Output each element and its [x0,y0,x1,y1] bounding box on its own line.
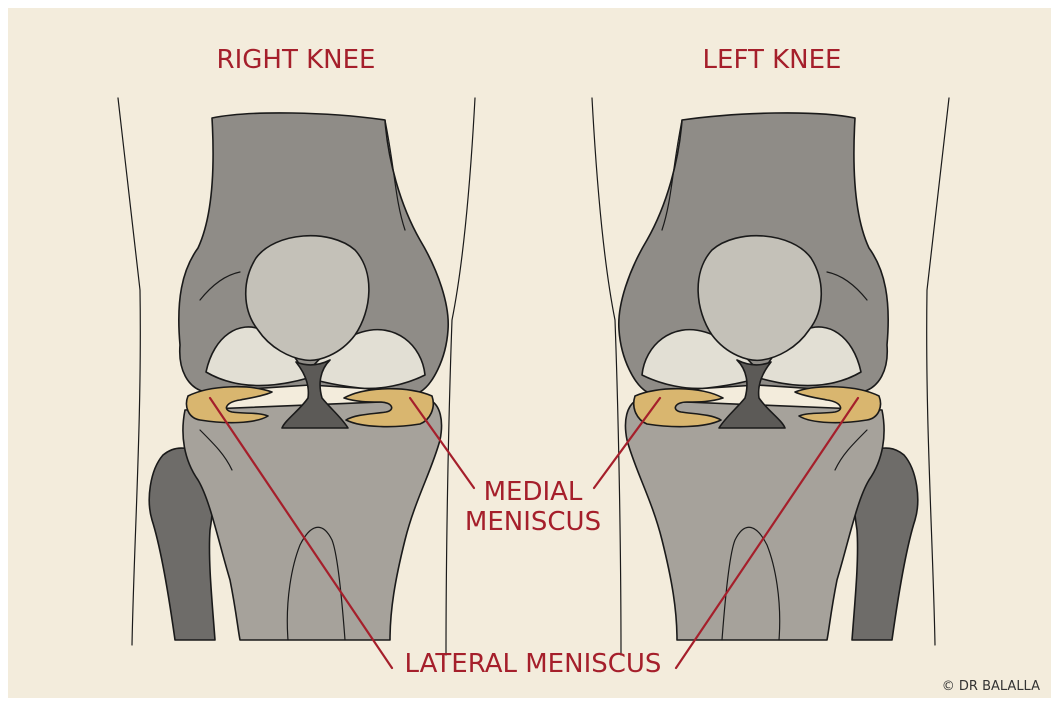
title-right-knee: RIGHT KNEE [217,45,376,75]
label-lateral-meniscus: LATERAL MENISCUS [405,649,662,679]
label-medial-meniscus-line1: MEDIAL [484,477,583,507]
label-medial-meniscus-line2: MENISCUS [465,507,601,537]
copyright-credit: © DR BALALLA [942,679,1040,694]
title-left-knee: LEFT KNEE [703,45,842,75]
